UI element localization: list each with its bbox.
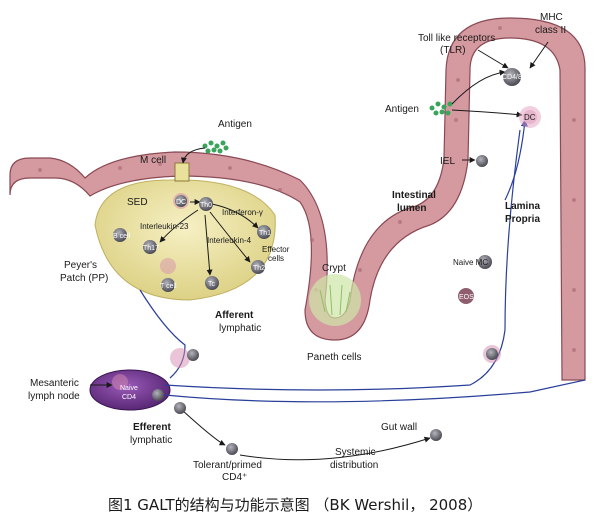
label-th0: Th0 [200,202,212,209]
lymphatic-line-1 [164,129,521,391]
dc-cell-node [170,348,199,368]
dc-cell-lamina [483,345,501,363]
label-afferent-1: Afferent [215,310,254,321]
label-lamina-1: Lamina [505,201,540,212]
lymphatic-line-3 [164,379,586,403]
arrow-antigen-dc [451,109,523,118]
label-efferent-2: lymphatic [130,435,172,446]
dc-cell-mid [160,258,176,274]
label-intestinal-1: Intestinal [392,190,436,201]
th2-cell [251,260,265,274]
lymphatic-line-4 [504,119,528,201]
label-mesenteric-1: Mesanteric [30,378,79,389]
intestinal-wall [9,17,586,381]
label-effector-1: Effector [262,245,290,254]
label-interleukin4: Interleukin-4 [207,236,252,245]
label-mhc-2: class II [535,25,566,36]
label-antigen-top: Antigen [218,119,252,130]
label-m-cell: M cell [140,155,166,166]
label-eos: EOS [459,294,474,301]
label-intestinal-2: lumen [397,203,426,214]
label-crypt: Crypt [322,263,346,274]
th1-cell [257,225,271,239]
antigen-cluster-right [429,101,453,116]
label-naive-cd4-1: Naive [120,385,138,392]
arrow-mhc-label [529,41,549,69]
label-peyers-2: Patch (PP) [60,273,108,284]
lymphatic-line-2 [139,289,186,379]
label-bcell: B cell [113,233,131,240]
arrow-antigen-tlr [451,69,506,105]
arrow-efferent [181,409,226,446]
label-iel: IEL [440,156,455,167]
label-tlr-2: (TLR) [440,45,466,56]
figure-caption: 图1 GALT的结构与功能示意图 （BK Wershil， 2008） [108,496,482,514]
mesenteric-lymph-node [89,369,171,411]
m-cell [174,162,190,182]
label-dc-right: DC [524,113,536,122]
dc-cell-left [173,193,189,209]
label-afferent-2: lymphatic [219,323,261,334]
mc-cell [478,255,492,269]
paneth-cells [319,284,351,316]
label-tolerant-2: CD4⁺ [222,472,247,483]
label-naive-mc: Naive MC [453,258,488,267]
tc-cell [205,276,219,290]
label-dc-left: DC [176,199,186,206]
arrow-th0-th1 [211,203,259,229]
bcell-cell [113,228,127,242]
label-effector-2: cells [268,254,284,263]
eos-cell [458,288,474,304]
label-gut-wall: Gut wall [381,422,417,433]
label-paneth: Paneth cells [307,352,361,363]
label-antigen-right: Antigen [385,104,419,115]
arrow-th0-th2 [209,211,251,263]
crypt-glow [309,274,361,326]
arrow-th0-tc [204,214,213,276]
label-th17: Th17 [143,245,159,252]
th17-cell [143,240,157,254]
label-tolerant-1: Tolerant/primed [193,460,262,471]
label-systemic-1: Systemic [335,447,376,458]
label-th1: Th1 [259,230,271,237]
label-tc: Tc [208,281,216,288]
efferent-cell [174,402,186,414]
label-peyers-1: Peyer's [64,260,97,271]
tlr-cell [503,68,521,86]
gut-wall-cell [430,429,442,441]
label-lamina-2: Propria [505,214,540,225]
label-th2: Th2 [253,265,265,272]
label-mesenteric-2: lymph node [28,391,80,402]
arrow-systemic [239,436,431,461]
dc-cell-node-inner [112,374,128,390]
dc-cell-right [519,106,541,128]
antigen-cluster-top [202,140,229,154]
arrow-tlr-label [477,49,509,69]
tolerant-cell [226,443,238,455]
node-cell-right [152,389,164,401]
label-efferent-1: Efferent [133,422,171,433]
arrow-antigen-top [180,147,206,164]
arrow-th0-th17 [159,209,199,243]
tcell-cell [161,278,175,292]
iel-cell [476,155,488,167]
label-interleukin23: Interleukin-23 [140,222,189,231]
th0-cell [199,197,213,211]
label-systemic-2: distribution [330,460,378,471]
label-tlr-1: Toll like receptors [418,33,495,44]
label-sed: SED [127,197,148,208]
label-mhc-1: MHC [540,12,563,23]
label-cd: CD4/8 [502,74,522,81]
label-tcell: T cell [160,283,177,290]
label-naive-cd4-2: CD4 [122,394,136,401]
label-interferon: Interferon-γ [222,208,263,217]
